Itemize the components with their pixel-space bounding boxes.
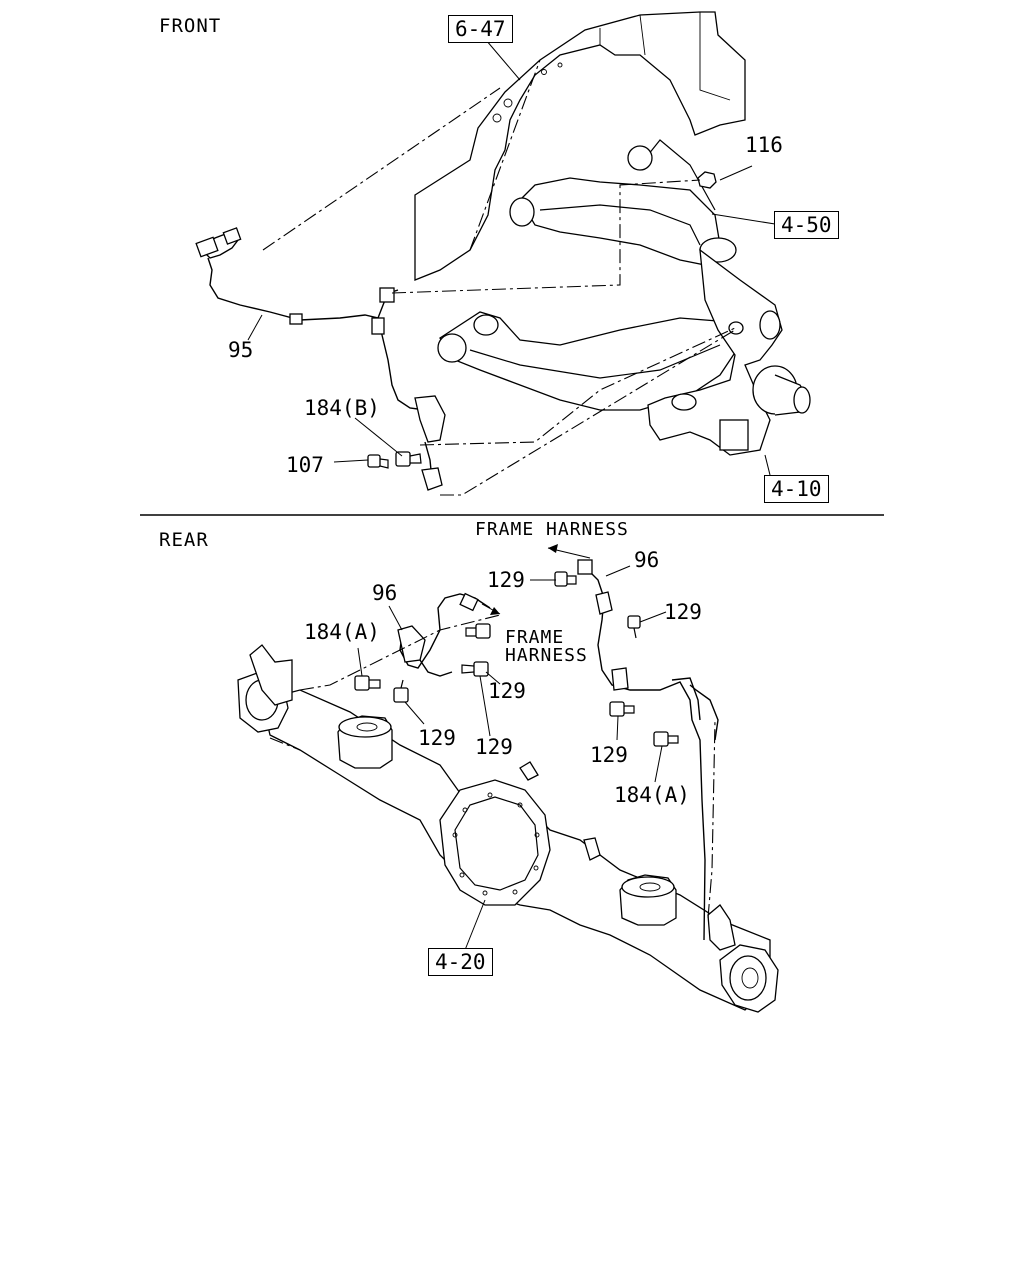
bolt-129-f: [609, 701, 635, 717]
front-harness-95: [207, 257, 426, 411]
callout-129-b: 129: [664, 600, 702, 624]
differential-housing: [439, 779, 551, 906]
bolt-107: [367, 454, 389, 469]
bolt-129-e: [393, 679, 409, 703]
section-label-front: FRONT: [159, 15, 222, 37]
bolt-129-b: [627, 615, 641, 639]
callout-96-right: 96: [634, 548, 660, 572]
callout-frame-harness-mid-1: FRAME: [505, 627, 565, 648]
ref-box-fender: 6-47: [448, 15, 513, 43]
callout-95: 95: [228, 338, 254, 362]
callout-96-left: 96: [372, 581, 398, 605]
bolt-184a-left: [354, 675, 381, 691]
front-assembly: [195, 11, 811, 496]
callout-184a-right: 184(A): [614, 783, 690, 807]
callout-116: 116: [745, 133, 783, 157]
bolt-129-a: [554, 571, 577, 587]
bolt-129-c: [465, 623, 491, 639]
bolt-129-d: [461, 661, 489, 677]
rear-assembly: [237, 544, 779, 1013]
nut-116: [697, 171, 717, 189]
fender-liner: [414, 11, 746, 281]
bolt-184a-right: [653, 731, 679, 747]
callout-184b: 184(B): [304, 396, 380, 420]
callout-frame-harness-mid-2: HARNESS: [505, 645, 588, 666]
lower-control-arm: [439, 311, 741, 411]
ref-box-axle: 4-20: [428, 948, 493, 976]
callout-frame-harness-top: FRAME HARNESS: [475, 519, 629, 540]
callout-129-d: 129: [418, 726, 456, 750]
callout-129-e: 129: [475, 735, 513, 759]
section-label-rear: REAR: [159, 529, 209, 551]
callout-129-a: 129: [487, 568, 525, 592]
callout-129-c: 129: [488, 679, 526, 703]
ref-box-upper-arm: 4-50: [774, 211, 839, 239]
ref-box-knuckle: 4-10: [764, 475, 829, 503]
callout-129-f: 129: [590, 743, 628, 767]
bolt-184b: [395, 451, 422, 467]
callout-184a-left: 184(A): [304, 620, 380, 644]
callout-107: 107: [286, 453, 324, 477]
